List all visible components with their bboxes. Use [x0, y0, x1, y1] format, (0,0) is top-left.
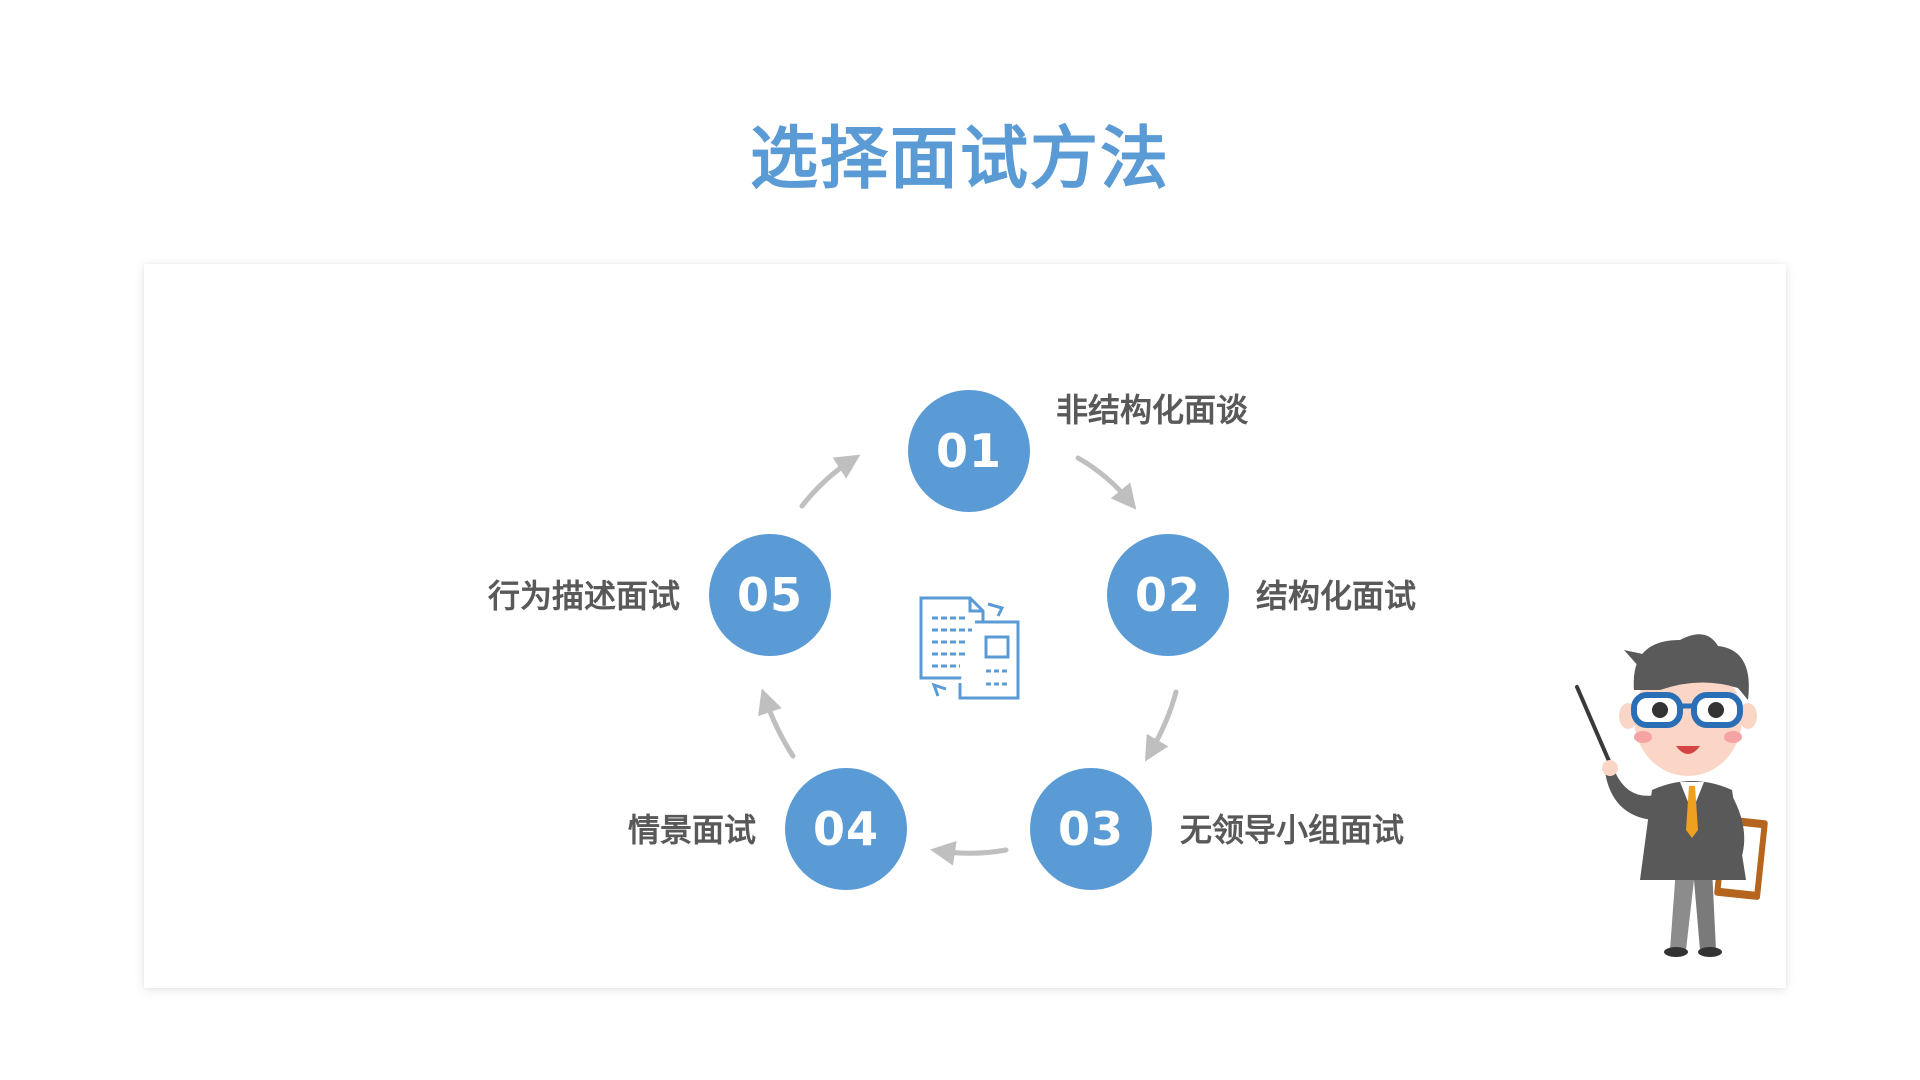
step-04-circle: 04: [785, 768, 907, 890]
step-01-label: 非结构化面谈: [1056, 391, 1249, 429]
step-01-number: 01: [935, 424, 1002, 478]
step-04-number: 04: [812, 802, 879, 856]
step-05-number: 05: [736, 568, 803, 622]
step-03-label: 无领导小组面试: [1180, 811, 1405, 849]
step-05-label: 行为描述面试: [487, 577, 680, 615]
step-03-circle: 03: [1030, 768, 1152, 890]
step-04-label: 情景面试: [627, 811, 756, 849]
step-02-label: 结构化面试: [1256, 577, 1417, 615]
page-title: 选择面试方法: [749, 120, 1170, 199]
step-02-circle: 02: [1107, 534, 1229, 656]
content-card: [144, 264, 1786, 988]
step-01-circle: 01: [908, 390, 1030, 512]
step-02-number: 02: [1134, 568, 1201, 622]
step-05-circle: 05: [709, 534, 831, 656]
step-03-number: 03: [1057, 802, 1124, 856]
